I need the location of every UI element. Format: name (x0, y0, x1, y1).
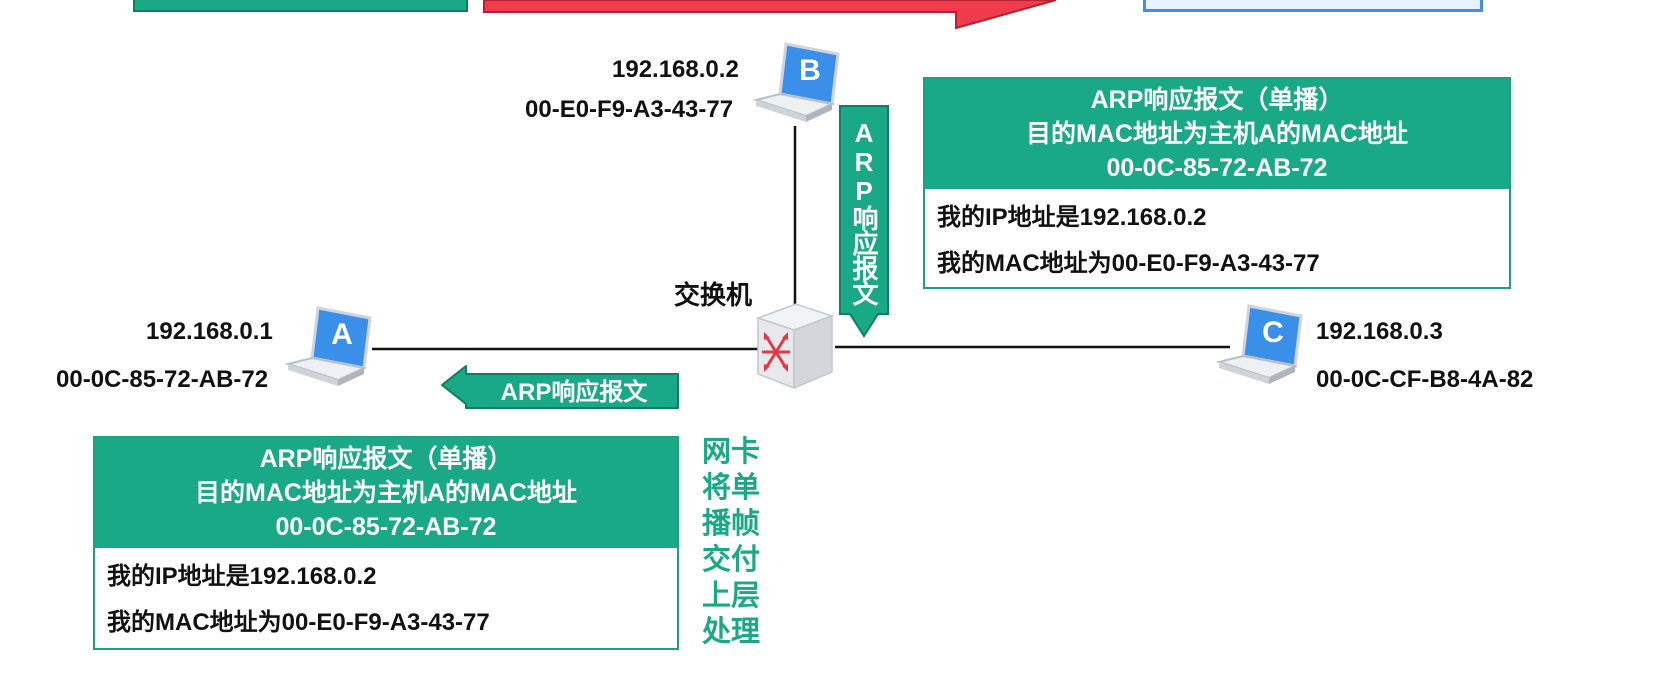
host-c: C (1215, 302, 1307, 394)
host-a-mac: 00-0C-85-72-AB-72 (56, 366, 269, 393)
host-c-letter: C (1262, 316, 1284, 349)
arp-reply-packet-top: ARP响应报文（单播） 目的MAC地址为主机A的MAC地址 00-0C-85-7… (923, 77, 1511, 289)
left-arrow-label: ARP响应报文 (500, 379, 648, 406)
laptop-icon (1215, 304, 1303, 384)
down-arrow-shape (839, 105, 889, 338)
nic-note-line: 将单 (701, 472, 760, 504)
packet-body: 我的IP地址是192.168.0.2 我的MAC地址为00-E0-F9-A3-4… (95, 548, 677, 646)
arp-reply-packet-bottom: ARP响应报文（单播） 目的MAC地址为主机A的MAC地址 00-0C-85-7… (93, 436, 679, 650)
host-a-ip: 192.168.0.1 (146, 318, 273, 345)
packet-body: 我的IP地址是192.168.0.2 我的MAC地址为00-E0-F9-A3-4… (925, 189, 1509, 287)
packet-dest-desc: 目的MAC地址为主机A的MAC地址 (1026, 120, 1408, 148)
nic-note-line: 播帧 (701, 508, 760, 540)
packet-mac-line: 我的MAC地址为00-E0-F9-A3-43-77 (107, 609, 490, 636)
packet-dest-mac: 00-0C-85-72-AB-72 (275, 513, 497, 541)
packet-type: ARP响应报文（单播） (259, 445, 513, 473)
host-b-letter: B (799, 54, 821, 87)
switch-label: 交换机 (674, 280, 753, 310)
packet-mac-line: 我的MAC地址为00-E0-F9-A3-43-77 (937, 250, 1320, 277)
top-banner-right (1143, 0, 1483, 12)
left-arrow-shape (441, 365, 679, 409)
switch-icon (755, 303, 835, 390)
nic-note-line: 处理 (701, 616, 760, 648)
packet-header: ARP响应报文（单播） 目的MAC地址为主机A的MAC地址 00-0C-85-7… (95, 438, 677, 548)
laptop-icon (752, 42, 840, 122)
nic-note-line: 交付 (701, 544, 760, 576)
host-a-letter: A (331, 318, 353, 351)
host-a: A (284, 304, 376, 396)
packet-header: ARP响应报文（单播） 目的MAC地址为主机A的MAC地址 00-0C-85-7… (925, 79, 1509, 189)
packet-dest-mac: 00-0C-85-72-AB-72 (1106, 154, 1328, 182)
top-banner-left (133, 0, 468, 12)
nic-delivery-note: 网卡 将单 播帧 交付 上层 处理 (698, 434, 764, 650)
packet-ip-line: 我的IP地址是192.168.0.2 (937, 204, 1207, 231)
nic-note-line: 上层 (701, 580, 760, 612)
host-c-mac: 00-0C-CF-B8-4A-82 (1316, 366, 1534, 393)
host-b-mac: 00-E0-F9-A3-43-77 (525, 96, 734, 123)
packet-ip-line: 我的IP地址是192.168.0.2 (107, 563, 377, 590)
packet-dest-desc: 目的MAC地址为主机A的MAC地址 (195, 479, 577, 507)
host-c-ip: 192.168.0.3 (1316, 318, 1443, 345)
host-b-ip: 192.168.0.2 (612, 56, 739, 83)
laptop-icon (284, 306, 372, 386)
nic-note-line: 网卡 (701, 436, 760, 468)
packet-type: ARP响应报文（单播） (1090, 86, 1344, 114)
host-b: B (752, 40, 844, 132)
down-arrow-label: ARP响应报文 (849, 118, 879, 305)
top-banner-red-arrow (483, 0, 1057, 30)
